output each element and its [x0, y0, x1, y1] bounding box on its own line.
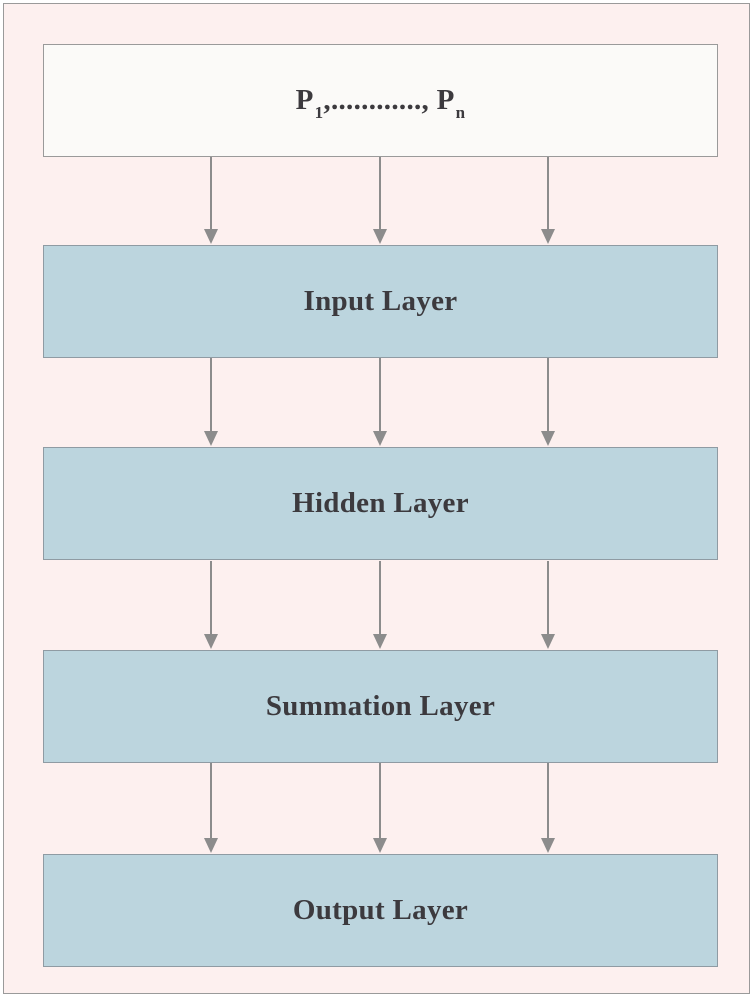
arrow-head-0-2 [541, 229, 555, 244]
first-input-subscript: 1 [314, 102, 324, 122]
summation-layer-label: Summation Layer [265, 690, 496, 722]
arrow-head-0-1 [373, 229, 387, 244]
last-input-symbol: P [436, 84, 455, 116]
arrow-head-2-0 [204, 634, 218, 649]
arrow-head-1-2 [541, 431, 555, 446]
hidden-layer-label: Hidden Layer [292, 487, 469, 519]
summation-layer-box: Summation Layer [43, 650, 718, 763]
first-input-symbol: P [295, 84, 314, 116]
arrow-head-0-0 [204, 229, 218, 244]
hidden-layer-box: Hidden Layer [43, 447, 718, 560]
output-layer-box: Output Layer [43, 854, 718, 967]
input-ellipsis: ,............, [323, 84, 437, 116]
arrow-head-3-1 [373, 838, 387, 853]
arrow-head-1-0 [204, 431, 218, 446]
input-layer-label: Input Layer [303, 285, 458, 317]
arrow-head-3-0 [204, 838, 218, 853]
arrow-head-1-1 [373, 431, 387, 446]
arrow-head-2-1 [373, 634, 387, 649]
arrow-head-2-2 [541, 634, 555, 649]
last-input-subscript: n [455, 102, 466, 122]
input-layer-box: Input Layer [43, 245, 718, 358]
output-layer-label: Output Layer [292, 894, 469, 926]
arrow-head-3-2 [541, 838, 555, 853]
